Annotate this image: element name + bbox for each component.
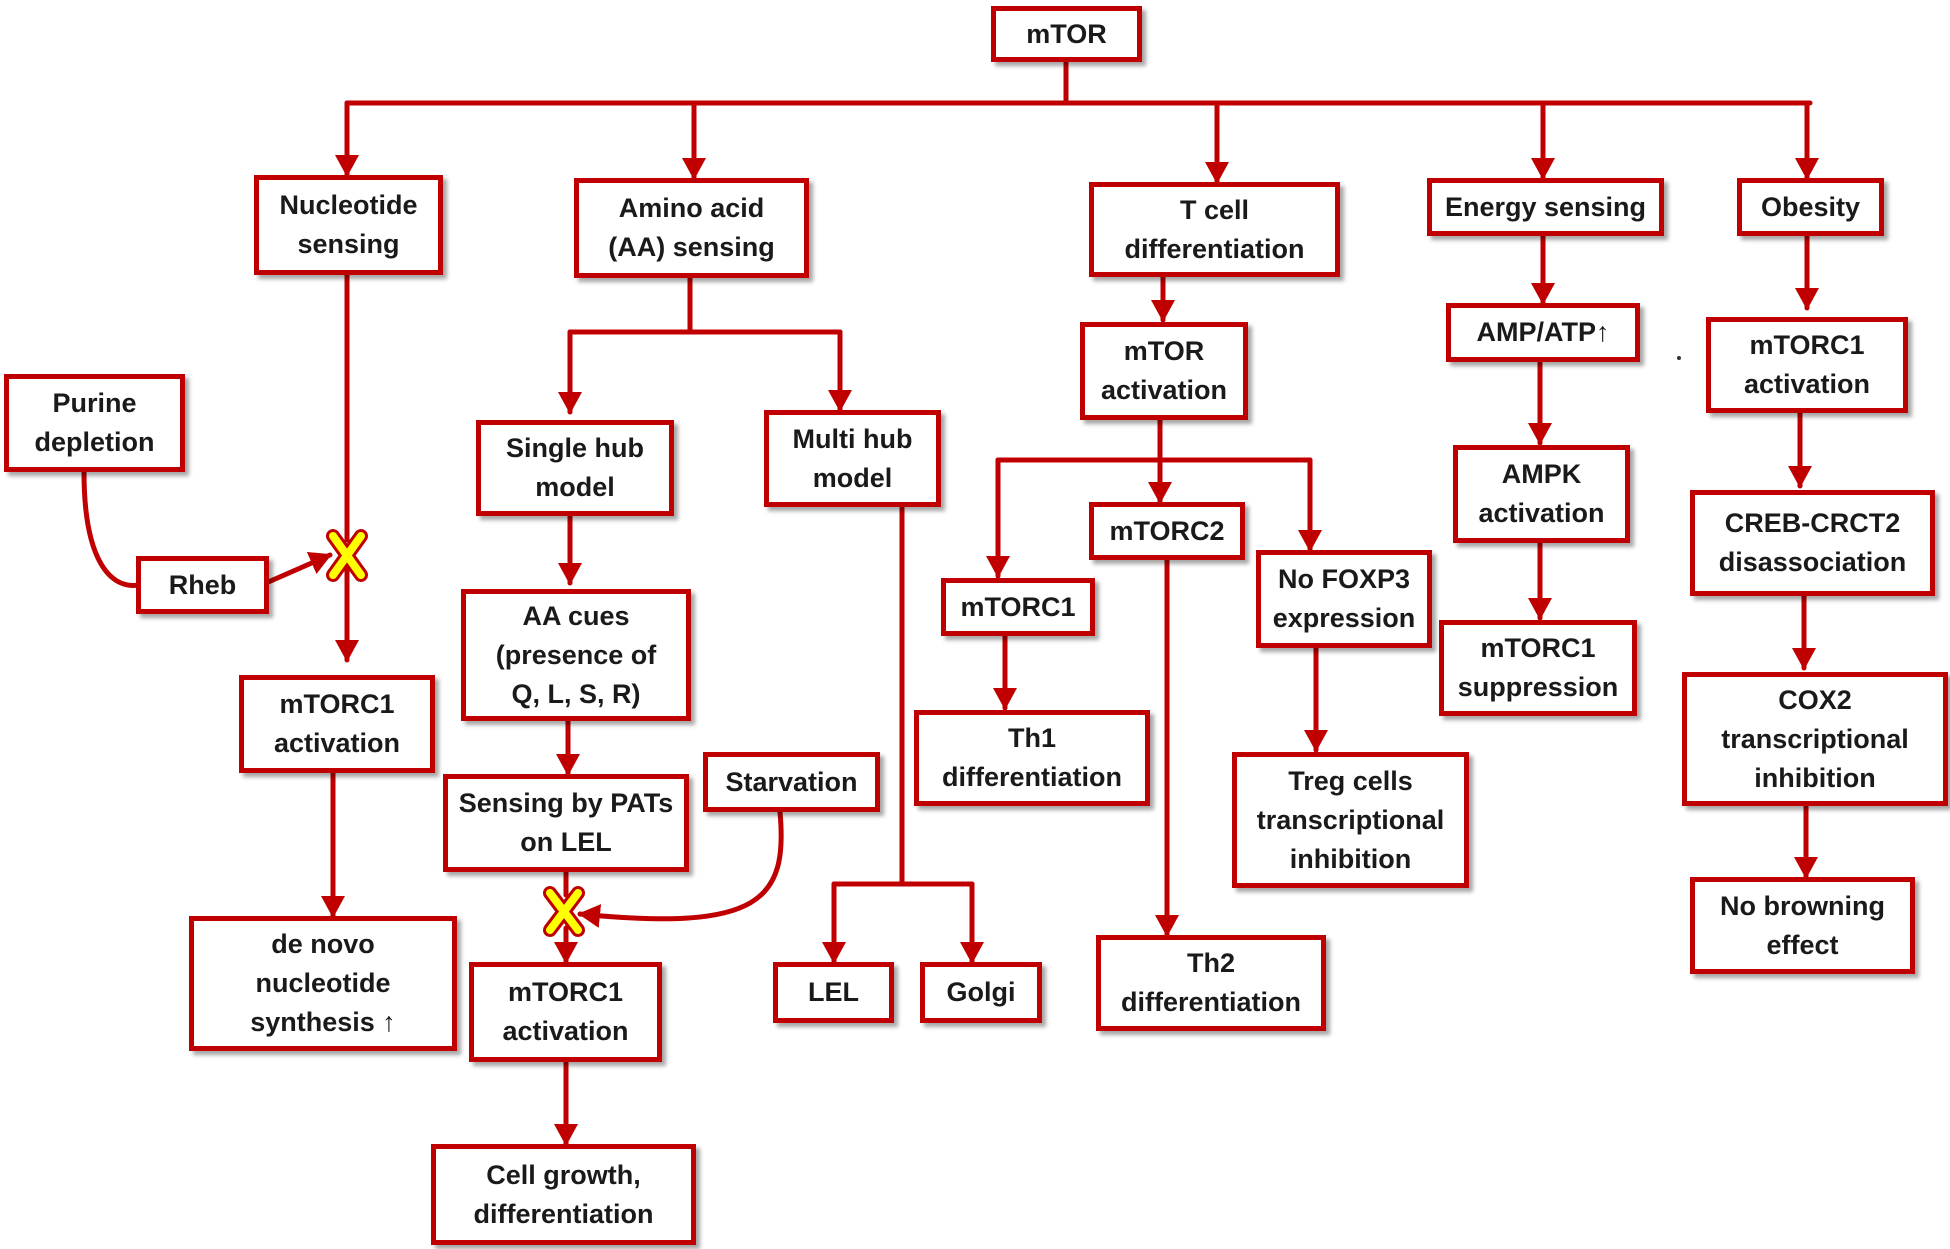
node-mtor-activation: mTOR activation: [1080, 322, 1248, 420]
node-nucleotide-sensing: Nucleotide sensing: [254, 175, 443, 275]
node-lel: LEL: [773, 962, 894, 1023]
node-treg-inhibition: Treg cells transcriptional inhibition: [1232, 752, 1469, 888]
node-rheb: Rheb: [136, 556, 269, 614]
node-amp-atp: AMP/ATP↑: [1446, 303, 1640, 362]
node-th1-differentiation: Th1 differentiation: [914, 710, 1150, 806]
node-sensing-by-pats: Sensing by PATs on LEL: [443, 774, 689, 872]
node-mtorc1-activation-ob: mTORC1 activation: [1706, 317, 1908, 413]
node-purine-depletion: Purine depletion: [4, 374, 185, 472]
node-no-browning: No browning effect: [1690, 877, 1915, 974]
node-golgi: Golgi: [920, 962, 1042, 1023]
node-tcell-differentiation: T cell differentiation: [1089, 182, 1340, 277]
node-aa-sensing: Amino acid (AA) sensing: [574, 178, 809, 278]
stray-dot: [1677, 356, 1681, 360]
node-starvation: Starvation: [703, 752, 880, 812]
block-x-icon: [543, 886, 585, 937]
node-de-novo-synthesis: de novo nucleotide synthesis ↑: [189, 916, 457, 1051]
node-ampk-activation: AMPK activation: [1453, 445, 1630, 543]
node-mtor: mTOR: [991, 6, 1142, 62]
node-no-foxp3: No FOXP3 expression: [1256, 550, 1432, 648]
arrow-starvation-to-block: [577, 809, 784, 928]
node-th2-differentiation: Th2 differentiation: [1096, 935, 1326, 1031]
node-mtorc1-t: mTORC1: [941, 578, 1095, 636]
arrow-rheb-to-block: [263, 552, 333, 586]
node-aa-cues: AA cues (presence of Q, L, S, R): [461, 589, 691, 721]
node-cox2-inhibition: COX2 transcriptional inhibition: [1682, 672, 1948, 806]
node-obesity: Obesity: [1737, 178, 1884, 236]
node-single-hub-model: Single hub model: [476, 420, 674, 516]
node-mtorc1-activation-nuc: mTORC1 activation: [239, 675, 435, 773]
node-mtorc1-suppression: mTORC1 suppression: [1439, 620, 1637, 716]
link-purine-to-rheb: [81, 469, 143, 589]
node-cell-growth: Cell growth, differentiation: [431, 1144, 696, 1245]
node-mtorc1-activation-aa: mTORC1 activation: [469, 962, 662, 1062]
node-multi-hub-model: Multi hub model: [764, 410, 941, 507]
node-mtorc2: mTORC2: [1089, 502, 1245, 560]
block-x-icon: [326, 529, 368, 582]
node-creb-crct2: CREB-CRCT2 disassociation: [1690, 490, 1935, 596]
node-energy-sensing: Energy sensing: [1427, 178, 1664, 236]
